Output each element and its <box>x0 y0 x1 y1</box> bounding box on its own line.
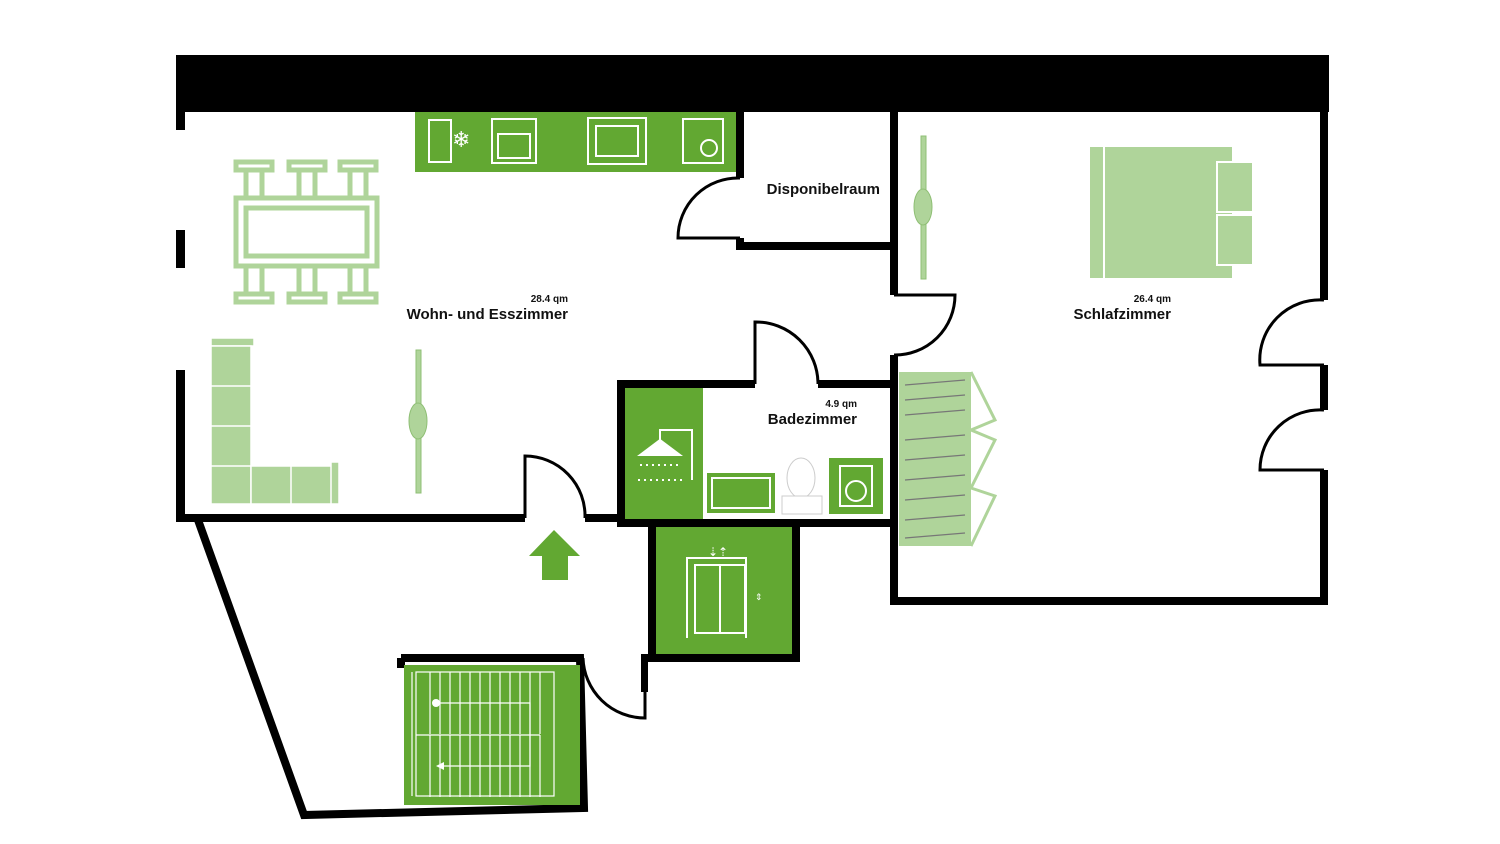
doors <box>523 176 1325 720</box>
living-room-label: Wohn- und Esszimmer <box>406 306 568 323</box>
bed <box>1088 145 1254 280</box>
walls <box>176 55 1329 692</box>
corridor-wall <box>194 518 589 820</box>
snowflake-icon: ❄ <box>452 127 470 152</box>
staircase <box>404 665 580 805</box>
storage-room-label: Disponibelraum <box>766 181 880 198</box>
dishwasher-icon <box>682 118 724 164</box>
fridge-icon <box>428 119 452 163</box>
elevator: ⇣⇡ ⇕ <box>656 527 792 654</box>
floor-lamp <box>408 135 933 494</box>
washing-machine-icon <box>839 465 873 507</box>
living-room-area: 28.4 qm <box>530 294 568 305</box>
wardrobe <box>899 371 998 547</box>
elevator-arrows-icon: ⇣⇡ <box>708 545 728 559</box>
bathroom-area: 4.9 qm <box>825 399 857 410</box>
sofa <box>210 337 340 505</box>
bathroom-fixtures <box>625 388 883 519</box>
bathroom-label: Badezimmer <box>767 411 857 428</box>
dining-table <box>233 159 380 305</box>
svg-text:⇕: ⇕ <box>755 592 763 602</box>
oven-icon <box>491 118 537 164</box>
shower-icon <box>637 429 693 481</box>
toilet-icon <box>781 457 823 515</box>
bedroom-label: Schlafzimmer <box>1073 306 1171 323</box>
sink-icon <box>587 117 647 165</box>
kitchen-counter: ❄ <box>415 112 736 172</box>
bedroom-area: 26.4 qm <box>1133 294 1171 305</box>
entrance-arrow-icon <box>529 530 580 580</box>
